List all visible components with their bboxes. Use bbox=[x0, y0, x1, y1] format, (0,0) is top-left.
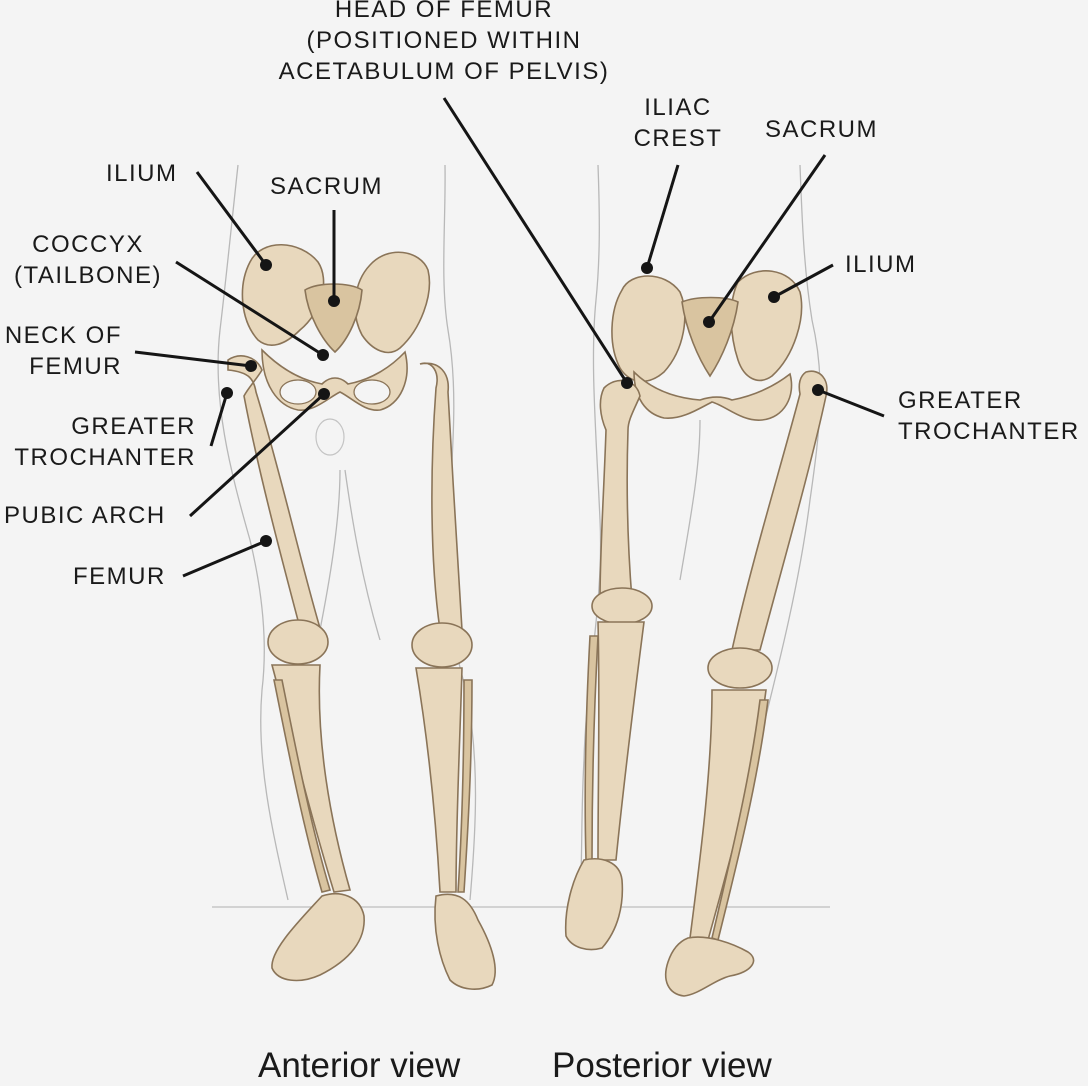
label-ilium-anterior: ILIUM bbox=[106, 158, 178, 189]
anterior-pubic-region bbox=[262, 350, 407, 410]
caption-anterior-view: Anterior view bbox=[258, 1046, 460, 1086]
anterior-skeleton bbox=[218, 165, 495, 989]
posterior-knee-left bbox=[592, 588, 652, 624]
label-femur: FEMUR bbox=[73, 561, 166, 592]
anterior-femur-right bbox=[420, 363, 462, 630]
posterior-tibia-left bbox=[598, 622, 644, 860]
label-iliac-crest: ILIAC CREST bbox=[624, 92, 732, 154]
label-sacrum-anterior: SACRUM bbox=[270, 171, 383, 202]
label-pubic-arch: PUBIC ARCH bbox=[4, 500, 166, 531]
label-coccyx: COCCYX (TAILBONE) bbox=[2, 229, 174, 291]
caption-posterior-view: Posterior view bbox=[552, 1046, 772, 1086]
label-greater-trochanter-posterior: GREATER TROCHANTER bbox=[898, 385, 1080, 447]
posterior-foot-left bbox=[566, 859, 623, 950]
label-ilium-posterior: ILIUM bbox=[845, 249, 917, 280]
posterior-femur-left bbox=[600, 380, 640, 600]
posterior-foot-right bbox=[666, 937, 754, 996]
posterior-fibula-left bbox=[585, 636, 598, 860]
anterior-knee-right bbox=[412, 623, 472, 667]
anterior-tibia-right bbox=[416, 668, 462, 892]
posterior-ilium-left bbox=[612, 276, 685, 381]
anterior-foot-right bbox=[435, 894, 495, 989]
posterior-sacrum bbox=[682, 298, 738, 377]
anterior-ilium-right bbox=[355, 252, 429, 352]
label-neck-of-femur: NECK OF FEMUR bbox=[0, 320, 122, 382]
label-sacrum-posterior: SACRUM bbox=[765, 114, 878, 145]
label-head-of-femur: HEAD OF FEMUR (POSITIONED WITHIN ACETABU… bbox=[268, 0, 620, 87]
posterior-knee-right bbox=[708, 648, 772, 688]
anterior-knee-left bbox=[268, 620, 328, 664]
label-greater-trochanter-anterior: GREATER TROCHANTER bbox=[2, 411, 196, 473]
